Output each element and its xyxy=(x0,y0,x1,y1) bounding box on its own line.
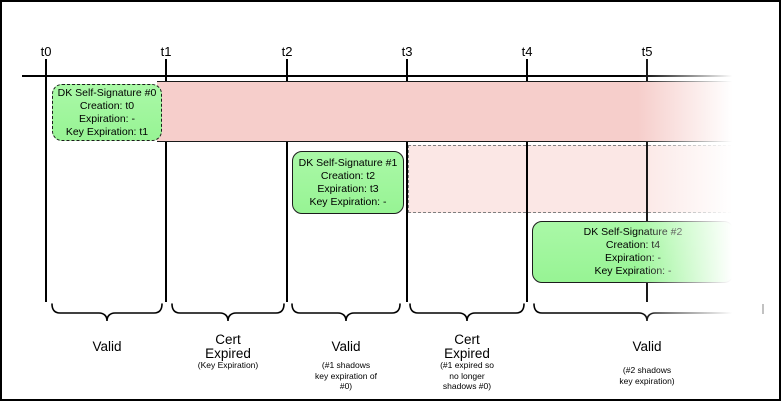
signature-key-expiration: Key Expiration: - xyxy=(309,195,387,208)
tick-line-t1 xyxy=(165,59,167,302)
tick-label-t3: t3 xyxy=(401,44,413,59)
period-label-valid-1: Valid xyxy=(92,338,122,354)
brace-period-3 xyxy=(291,303,401,322)
tick-line-t2 xyxy=(286,59,288,302)
tick-line-t0 xyxy=(45,59,47,302)
brace-period-4 xyxy=(409,303,525,322)
tick-line-t3 xyxy=(406,59,408,302)
signature-creation: Creation: t0 xyxy=(79,99,135,112)
tick-line-t4 xyxy=(526,59,528,302)
tick-label-t5: t5 xyxy=(641,44,653,59)
tick-label-t2: t2 xyxy=(281,44,293,59)
tick-label-t0: t0 xyxy=(40,44,52,59)
tick-label-t1: t1 xyxy=(160,44,172,59)
brace-period-2 xyxy=(171,303,285,322)
period-note-1-expired: (#1 expired so no longer shadows #0) xyxy=(440,360,494,391)
signature-title: DK Self-Signature #1 xyxy=(298,156,398,169)
period-label-valid-2: Valid xyxy=(331,338,361,354)
period-label-cert-expired-2: Cert Expired xyxy=(444,331,490,361)
period-label-valid-3: Valid xyxy=(632,338,662,354)
signature-expiration: Expiration: - xyxy=(78,112,136,125)
brace-period-1 xyxy=(51,303,163,322)
period-note-key-expiration: (Key Expiration) xyxy=(197,360,259,370)
period-note-2-shadows: (#2 shadows key expiration) xyxy=(619,365,675,386)
signature-key-expiration: Key Expiration: t1 xyxy=(65,125,149,138)
signature-creation: Creation: t2 xyxy=(320,169,376,182)
tick-label-t4: t4 xyxy=(521,44,533,59)
time-axis-line xyxy=(22,75,734,77)
signature-expiration: Expiration: t3 xyxy=(317,182,379,195)
signature-title: DK Self-Signature #0 xyxy=(57,86,157,99)
signature-box-1: DK Self-Signature #1 Creation: t2 Expira… xyxy=(292,151,404,214)
period-note-1-shadows: (#1 shadows key expiration of #0) xyxy=(315,360,377,391)
period-label-cert-expired-1: Cert Expired xyxy=(205,331,251,361)
signature-box-0: DK Self-Signature #0 Creation: t0 Expira… xyxy=(52,84,162,141)
right-fade-gradient xyxy=(638,56,762,334)
faded-next-brace-tick xyxy=(762,304,764,314)
